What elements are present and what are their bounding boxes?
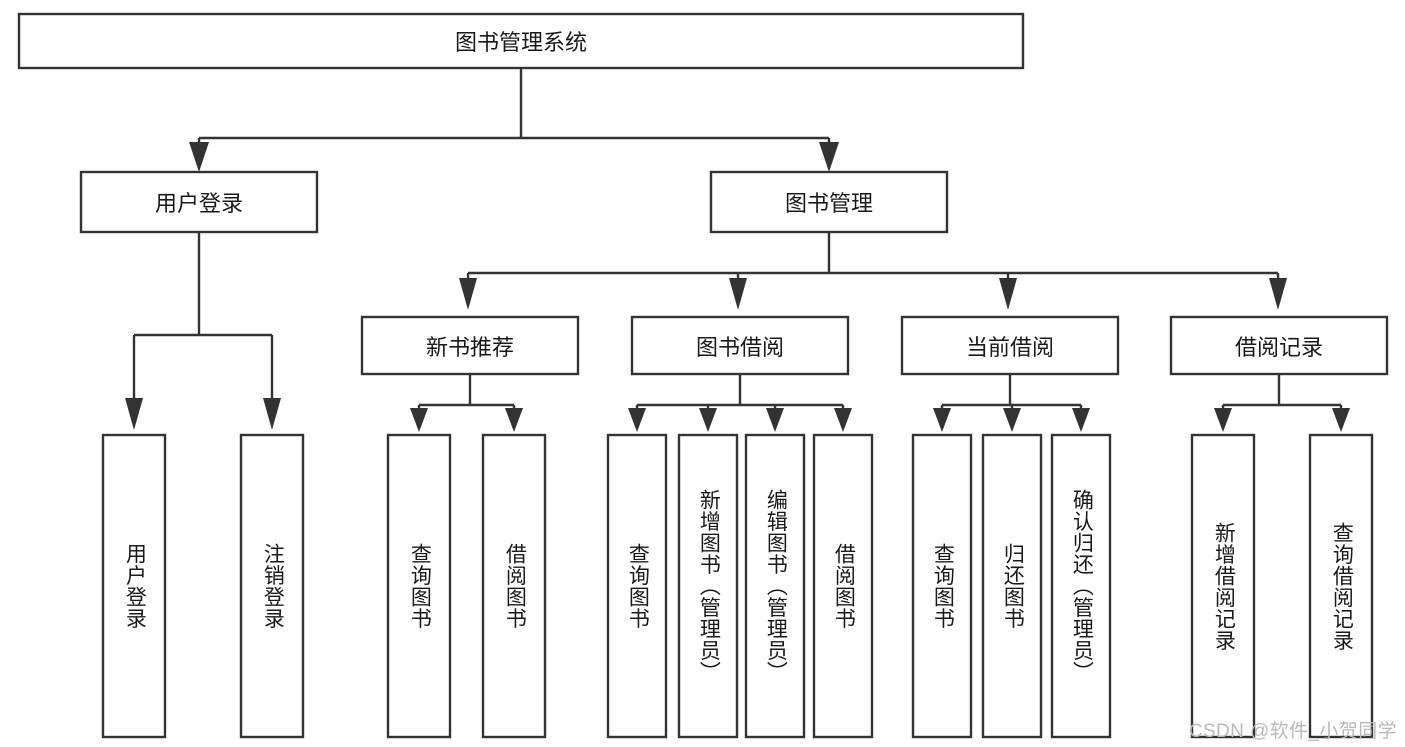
- node-book-manage-box[interactable]: [709, 170, 949, 234]
- csdn-watermark: CSDN @软件_小贺同学: [1188, 721, 1397, 742]
- arrow-root-to-user-login: [189, 142, 209, 172]
- arrow-br-to-leaf-add-record: [1214, 408, 1232, 432]
- arrow-cb-to-leaf-confirm-return: [1072, 408, 1090, 432]
- arrow-bm-to-book-borrow: [729, 278, 747, 310]
- connector-group-book-manage: [459, 232, 1287, 310]
- node-leaf-query-book-2-box[interactable]: [606, 433, 668, 739]
- connector-group-user-login: [125, 232, 281, 430]
- connector-group-borrow-record: [1214, 374, 1350, 432]
- arrow-cb-to-leaf-return-book: [1003, 408, 1021, 432]
- connector-group-current-borrow: [933, 374, 1090, 432]
- connector-group-root: [189, 68, 839, 172]
- arrow-root-to-book-manage: [819, 142, 839, 172]
- arrow-br-to-leaf-query-record: [1332, 408, 1350, 432]
- node-leaf-borrow-book-1-box[interactable]: [481, 433, 547, 739]
- node-leaf-query-book-1-box[interactable]: [386, 433, 452, 739]
- node-leaf-user-login-box[interactable]: [101, 433, 167, 739]
- arrow-bb-to-leaf-borrow-book-2: [834, 408, 852, 432]
- node-leaf-confirm-return-box[interactable]: [1050, 433, 1112, 739]
- node-leaf-return-book-box[interactable]: [981, 433, 1043, 739]
- arrow-bm-to-new-book-recommend: [459, 278, 477, 310]
- node-current-borrow-box[interactable]: [900, 315, 1120, 376]
- arrow-ul-to-leaf-user-login: [125, 398, 143, 430]
- node-user-login-box[interactable]: [79, 170, 319, 234]
- arrow-cb-to-leaf-query-book-3: [933, 408, 951, 432]
- arrow-ul-to-leaf-logout: [263, 398, 281, 430]
- arrow-bm-to-current-borrow: [999, 278, 1017, 310]
- node-leaf-query-book-3-box[interactable]: [911, 433, 973, 739]
- arrow-bm-to-borrow-record: [1269, 278, 1287, 310]
- node-book-borrow-box[interactable]: [630, 315, 850, 376]
- node-borrow-record-box[interactable]: [1169, 315, 1389, 376]
- arrow-bb-to-leaf-add-book: [699, 408, 717, 432]
- node-leaf-query-record-box[interactable]: [1308, 433, 1374, 739]
- node-leaf-logout-box[interactable]: [239, 433, 305, 739]
- arrow-nbr-to-leaf-borrow-book-1: [505, 408, 523, 432]
- arrow-bb-to-leaf-query-book-2: [628, 408, 646, 432]
- arrow-nbr-to-leaf-query-book-1: [410, 408, 428, 432]
- node-leaf-add-record-box[interactable]: [1190, 433, 1256, 739]
- node-root-box[interactable]: [17, 12, 1025, 70]
- arrow-bb-to-leaf-edit-book: [766, 408, 784, 432]
- node-leaf-borrow-book-2-box[interactable]: [812, 433, 874, 739]
- connector-group-book-borrow: [628, 374, 852, 432]
- node-new-book-recommend-box[interactable]: [360, 315, 580, 376]
- node-leaf-edit-book-box[interactable]: [744, 433, 806, 739]
- node-leaf-add-book-box[interactable]: [677, 433, 739, 739]
- connector-group-new-book-recommend: [410, 374, 523, 432]
